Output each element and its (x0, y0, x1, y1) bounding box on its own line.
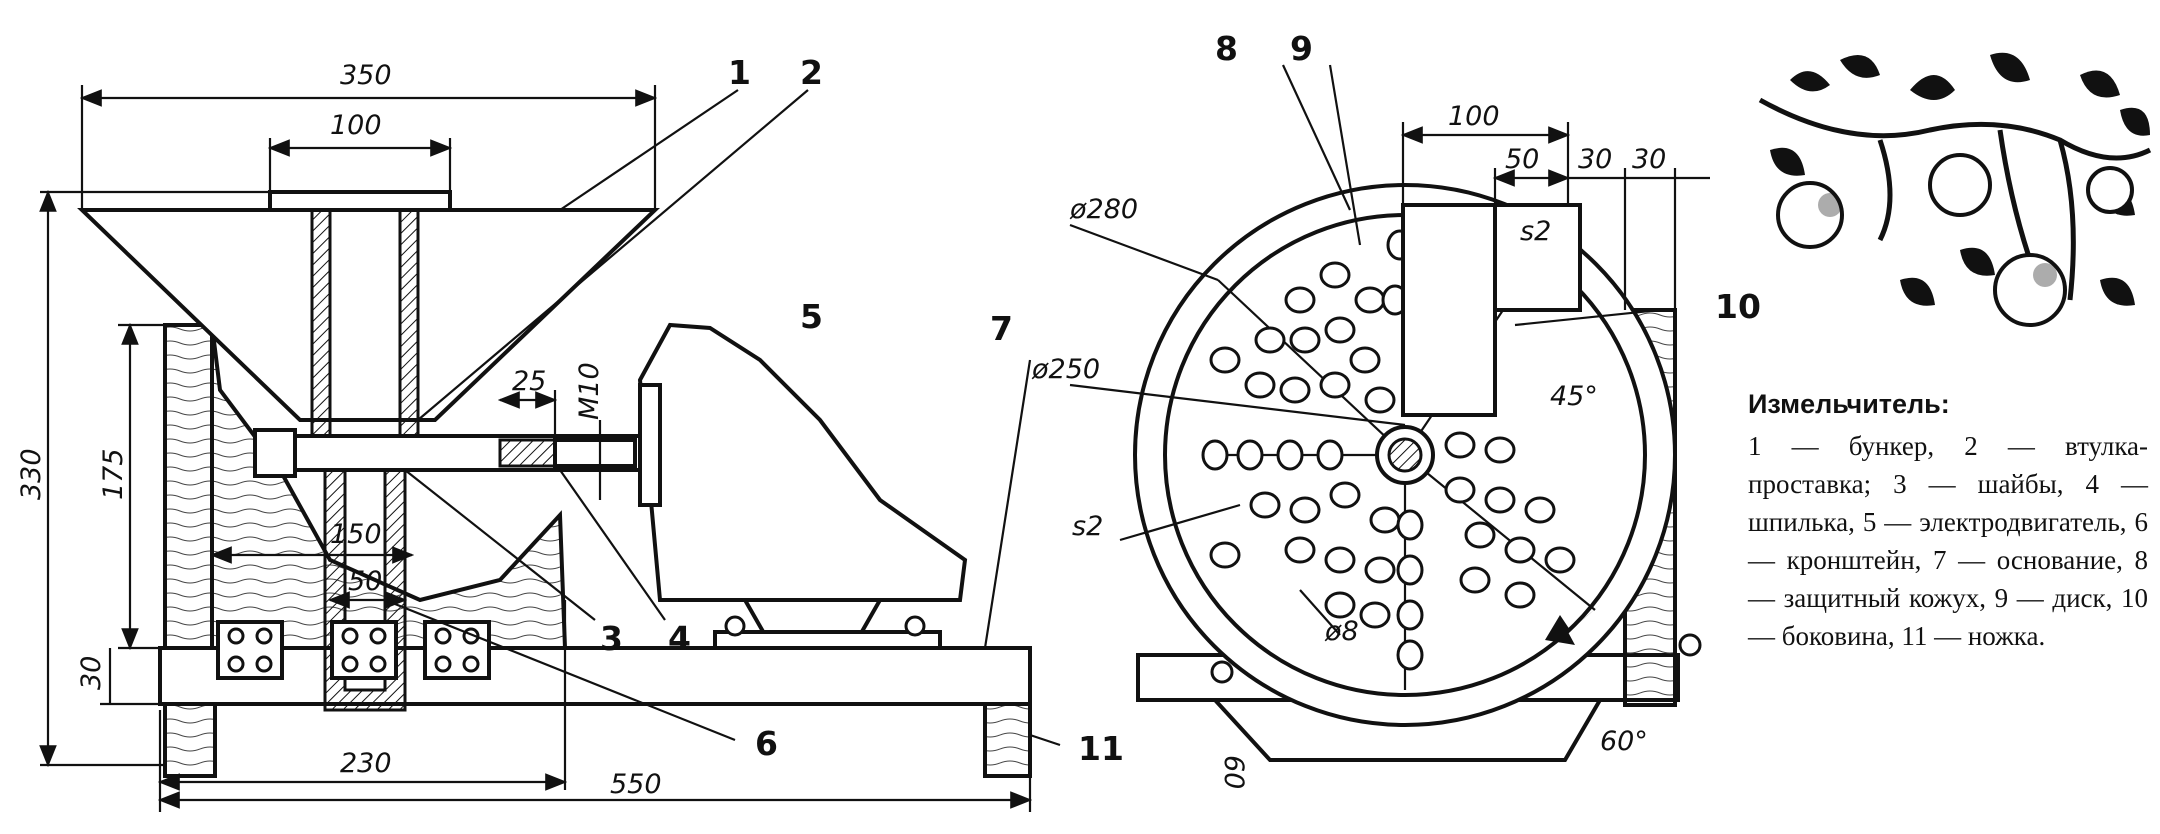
side-view: 350 100 330 175 30 550 230 150 50 25 M10… (16, 53, 1124, 812)
part-number-1: 1 (728, 53, 751, 92)
coupling (498, 438, 557, 468)
dim-overall-width-350: 350 (340, 60, 392, 91)
dim-offset-150: 150 (330, 519, 382, 550)
dim-sheet-s2-chute: s2 (1520, 216, 1551, 247)
nut-left (253, 428, 297, 478)
dim-angle-60: 60° (1600, 726, 1648, 757)
dim-stand-height-175: 175 (98, 448, 129, 500)
dim-stud-25: 25 (512, 366, 546, 397)
part-number-11: 11 (1078, 729, 1124, 768)
apple-branch-illustration (1758, 52, 2152, 327)
motor-plate (713, 630, 942, 650)
apple-1 (1776, 181, 1844, 249)
part-number-4: 4 (668, 619, 691, 658)
wooden-stand (163, 323, 214, 650)
hinge-left (1210, 660, 1234, 684)
hopper (77, 208, 660, 422)
dim-chute-width-100: 100 (1448, 101, 1500, 132)
part-number-9: 9 (1290, 29, 1313, 68)
caption-title: Измельчитель: (1748, 389, 1950, 419)
dim-thread-m10: M10 (574, 362, 605, 420)
sleeve-spacer (310, 208, 332, 444)
dim-leg-60: 60 (1218, 755, 1249, 789)
apple-3 (1993, 253, 2067, 327)
dim-casing-250: ø250 (1031, 354, 1100, 385)
sleeve-spacer-right (398, 208, 420, 444)
dim-sheet-s2-disc: s2 (1072, 511, 1103, 542)
dim-bracket-50: 50 (348, 566, 382, 597)
feed-chute-side (1493, 203, 1582, 312)
part-number-6: 6 (755, 724, 778, 763)
dim-side-gap-30a: 30 (1578, 144, 1612, 175)
caption-text: 1 — бункер, 2 — втулка-проставка; 3 — ша… (1748, 431, 2148, 651)
dim-hole-8: ø8 (1324, 616, 1359, 647)
motor-shaft (553, 438, 637, 468)
dim-side-gap-30b: 30 (1632, 144, 1666, 175)
dim-total-height-330: 330 (16, 448, 47, 500)
motor-mount (741, 598, 884, 637)
part-number-2: 2 (800, 53, 823, 92)
base-beam (158, 646, 1032, 706)
dim-chute-step-50: 50 (1505, 144, 1539, 175)
hopper-top-rim (268, 190, 452, 212)
caption: Измельчитель: 1 — бункер, 2 — втулка-про… (1748, 385, 2148, 655)
disc-hub-nut (1387, 437, 1423, 473)
dim-angle-45: 45° (1550, 381, 1598, 412)
dim-overall-length-550: 550 (610, 769, 662, 800)
part-number-8: 8 (1215, 29, 1238, 68)
base-bolts (216, 620, 491, 680)
feed-chute (1401, 203, 1497, 417)
leg-right (983, 702, 1032, 778)
dim-base-thickness-30: 30 (76, 656, 107, 690)
part-number-3: 3 (600, 619, 623, 658)
motor-flange (638, 383, 662, 507)
dim-bracket-offset-230: 230 (340, 748, 392, 779)
dim-hopper-neck-100: 100 (330, 110, 382, 141)
part-number-7: 7 (990, 309, 1013, 348)
hinge-right (1678, 633, 1702, 657)
apple-4 (2086, 166, 2134, 214)
part-number-5: 5 (800, 297, 823, 336)
apple-2 (1928, 153, 1992, 217)
leg-left (163, 702, 217, 778)
front-view: 100 50 30 30 ø280 ø250 s2 s2 ø8 45° 60° … (1031, 29, 1761, 789)
disc-holes (1201, 229, 1576, 671)
electric-motor (637, 322, 968, 602)
part-number-10: 10 (1715, 287, 1761, 326)
outlet-arrow (1545, 605, 1600, 645)
dim-disc-280: ø280 (1069, 194, 1138, 225)
